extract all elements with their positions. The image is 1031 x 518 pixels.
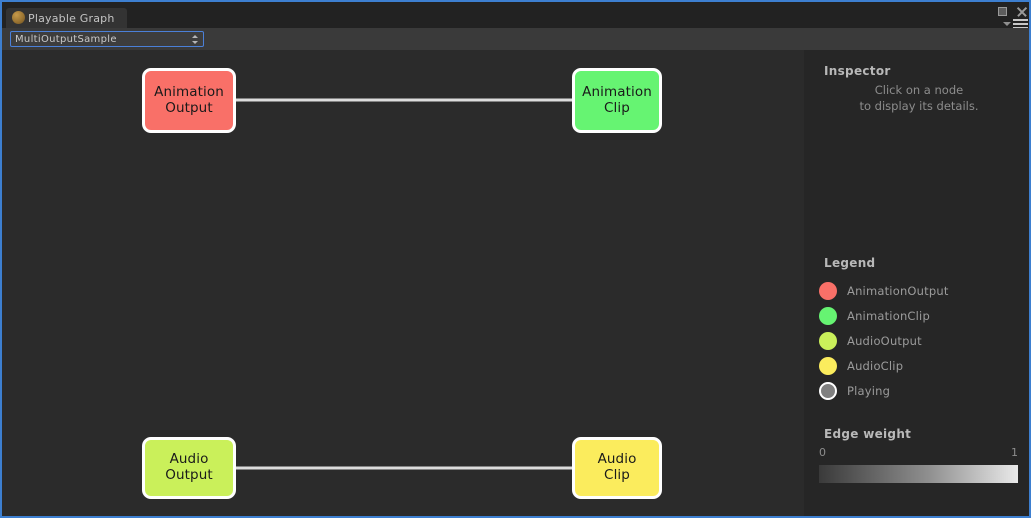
sidebar-panel: Inspector Click on a node to display its… bbox=[804, 50, 1029, 516]
window-controls bbox=[998, 6, 1027, 17]
legend-swatch-icon bbox=[819, 356, 837, 375]
tab-label: Playable Graph bbox=[28, 11, 115, 25]
node-label-line-2: Output bbox=[165, 99, 213, 116]
edge-weight-min-label: 0 bbox=[819, 446, 826, 459]
node-label-line-2: Clip bbox=[604, 467, 630, 483]
legend-item-label: AnimationClip bbox=[847, 308, 930, 323]
updown-arrows-icon bbox=[192, 34, 199, 45]
legend-item: AudioClip bbox=[819, 353, 1024, 378]
legend-swatch-icon bbox=[819, 331, 837, 350]
edge-weight-scale: 0 1 bbox=[819, 446, 1018, 459]
legend-item: AudioOutput bbox=[819, 328, 1024, 353]
window-tab-bar: Playable Graph bbox=[2, 2, 1029, 29]
maximize-icon[interactable] bbox=[998, 7, 1007, 16]
close-icon[interactable] bbox=[1016, 6, 1027, 17]
graph-toolbar: MultiOutputSample bbox=[2, 28, 1029, 51]
legend-item-label: AudioOutput bbox=[847, 333, 922, 348]
node-label-line-1: Audio bbox=[169, 451, 209, 468]
legend-item-label: AnimationOutput bbox=[847, 283, 949, 298]
legend-item: Playing bbox=[819, 378, 1024, 403]
legend-item-label: AudioClip bbox=[847, 358, 904, 373]
inspector-title: Inspector bbox=[824, 64, 891, 78]
legend-swatch-icon bbox=[819, 381, 837, 400]
legend-item: AnimationOutput bbox=[819, 278, 1024, 303]
legend-item-label: Playing bbox=[847, 383, 891, 398]
inspector-hint-line-2: to display its details. bbox=[859, 98, 979, 113]
edge-weight-title: Edge weight bbox=[824, 427, 912, 441]
inspector-hint-line-1: Click on a node bbox=[874, 83, 964, 97]
edge-weight-max-label: 1 bbox=[1011, 446, 1018, 459]
tab-playable-graph[interactable]: Playable Graph bbox=[6, 8, 127, 28]
inspector-hint: Click on a node to display its details. bbox=[824, 83, 1014, 114]
legend-title: Legend bbox=[824, 256, 876, 270]
node-label-line-2: Clip bbox=[604, 99, 630, 116]
node-label-line-1: Animation bbox=[582, 83, 652, 100]
chevron-down-icon bbox=[1003, 22, 1011, 26]
node-label-line-1: Audio bbox=[597, 451, 637, 468]
node-label-line-1: Animation bbox=[154, 83, 224, 100]
node-label-line-2: Output bbox=[165, 467, 213, 483]
edge-weight-gradient-bar bbox=[819, 465, 1018, 483]
legend-swatch-icon bbox=[819, 306, 837, 325]
graph-edge-layer bbox=[236, 98, 572, 470]
legend-swatch-icon bbox=[819, 281, 837, 300]
unity-playable-graph-icon bbox=[12, 11, 25, 24]
legend-item: AnimationClip bbox=[819, 303, 1024, 328]
graph-selector-dropdown[interactable]: MultiOutputSample bbox=[10, 31, 204, 47]
graph-selector-value: MultiOutputSample bbox=[15, 33, 117, 45]
